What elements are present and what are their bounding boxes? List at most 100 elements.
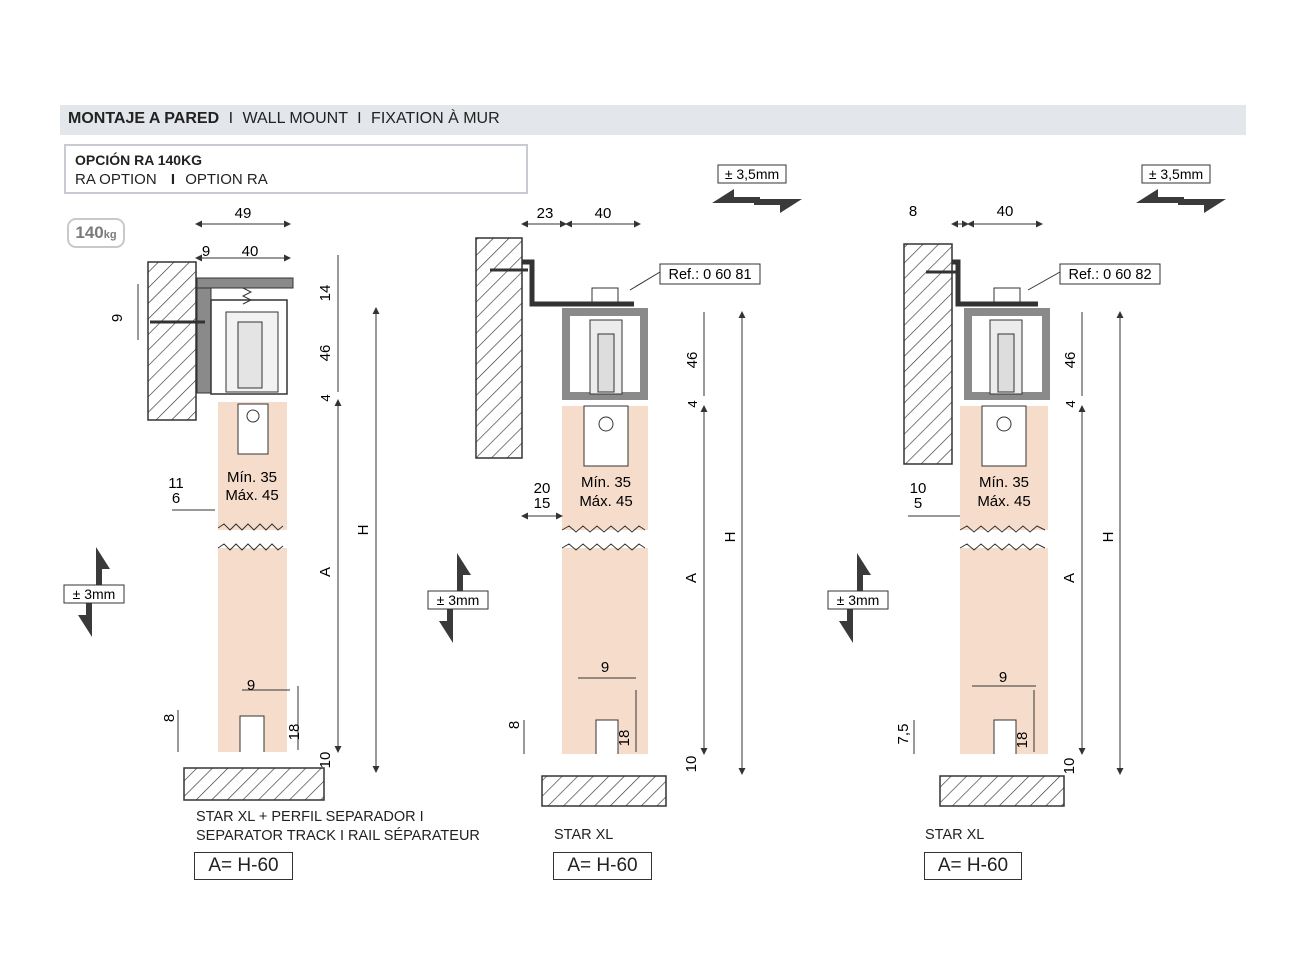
diagram-ref-06081: Mín. 35 Máx. 45 Ref.: 0 60 81 23 40 46 4… <box>427 164 802 807</box>
screw-head-icon-1 <box>246 409 260 423</box>
dim-8-1: 8 <box>161 714 178 722</box>
dim-10-2: 10 <box>683 756 700 773</box>
header-title-fr: FIXATION À MUR <box>371 110 500 127</box>
wall-1 <box>147 261 197 421</box>
max-label-3: Máx. 45 <box>977 493 1030 510</box>
adjust-v-label-1: ± 3mm <box>73 586 116 602</box>
header-sep-2: I <box>357 110 362 127</box>
adjust-v-label-2: ± 3mm <box>437 592 480 608</box>
caption-3: STAR XL <box>925 827 985 843</box>
diagram-ref-06082: Mín. 35 Máx. 45 Ref.: 0 60 82 8 40 46 4 … <box>827 164 1226 807</box>
dim-9-bottom-2: 9 <box>601 659 609 676</box>
dim-4-2: 4 <box>685 400 700 407</box>
wheel-3 <box>997 333 1015 393</box>
floor-2 <box>541 775 667 807</box>
adjust-v-box-1 <box>63 584 125 604</box>
option-subtitle: RA OPTION I OPTION RA <box>75 170 517 189</box>
dim-6: 6 <box>172 490 180 507</box>
break-line-1 <box>217 523 284 531</box>
dim-7-5: 7,5 <box>895 724 912 745</box>
break-line-3b <box>959 543 1046 551</box>
header-title: MONTAJE A PARED I WALL MOUNT I FIXATION … <box>68 110 500 128</box>
wheel-2 <box>597 333 615 393</box>
adjust-v-box-2 <box>427 590 489 610</box>
dim-A-1: A <box>317 567 334 577</box>
diagram-separator-track: Mín. 35 Máx. 45 49 9 40 14 46 4 9 H A 11… <box>63 205 380 801</box>
dim-A-3: A <box>1061 573 1078 583</box>
header-title-es: MONTAJE A PARED <box>68 110 220 127</box>
spring-icon-1 <box>241 287 253 305</box>
break-line-2 <box>561 525 646 533</box>
weight-badge: 140kg <box>67 218 125 248</box>
dim-23: 23 <box>537 205 554 222</box>
header-title-en: WALL MOUNT <box>242 110 348 127</box>
option-en: RA OPTION <box>75 171 157 188</box>
dim-H-3: H <box>1100 532 1117 543</box>
min-label-1: Mín. 35 <box>227 469 277 486</box>
option-box: OPCIÓN RA 140KG RA OPTION I OPTION RA <box>64 144 528 194</box>
dim-4-1: 4 <box>318 394 333 401</box>
adjust-h-label-2: ± 3,5mm <box>725 166 779 182</box>
dim-4-3: 4 <box>1063 400 1078 407</box>
dim-18-1: 18 <box>286 724 303 741</box>
min-label-2: Mín. 35 <box>581 474 631 491</box>
ref-box-3 <box>1059 263 1161 285</box>
wall-2 <box>475 237 523 459</box>
option-sep: I <box>170 171 176 188</box>
option-fr: OPTION RA <box>185 171 268 188</box>
ref-label-3: Ref.: 0 60 82 <box>1068 267 1151 283</box>
dim-10-side: 10 <box>910 480 927 497</box>
caption-2: STAR XL <box>554 827 614 843</box>
double-arrow-horizontal-icon-2 <box>712 189 802 213</box>
bracket-3 <box>981 405 1027 467</box>
formula-box-1: A= H-60 <box>194 852 293 880</box>
dim-46-1: 46 <box>317 345 334 362</box>
dim-18-3: 18 <box>1014 732 1031 749</box>
dim-10-3: 10 <box>1061 758 1078 775</box>
header-bar: MONTAJE A PARED I WALL MOUNT I FIXATION … <box>60 105 1246 135</box>
guide-1 <box>239 715 265 752</box>
dim-20: 20 <box>534 480 551 497</box>
dim-9-bottom-3: 9 <box>999 669 1007 686</box>
wall-3 <box>903 243 953 465</box>
profile-box-1 <box>210 299 288 395</box>
caption-1-line1: STAR XL + PERFIL SEPARADOR I <box>196 809 424 825</box>
dim-46-2: 46 <box>684 352 701 369</box>
dim-11: 11 <box>168 475 184 492</box>
guide-2 <box>595 719 619 754</box>
weight-value: 140 <box>75 223 104 242</box>
dim-9-side: 9 <box>109 314 126 322</box>
dim-49: 49 <box>235 205 252 222</box>
dim-14: 14 <box>317 285 334 302</box>
break-line-1b <box>217 543 284 551</box>
dim-18-2: 18 <box>616 730 633 747</box>
dim-9-top-1: 9 <box>202 243 210 260</box>
ref-box-2 <box>659 263 761 285</box>
adjust-h-label-3: ± 3,5mm <box>1149 166 1203 182</box>
adjust-h-box-3 <box>1141 164 1211 184</box>
dim-A-2: A <box>683 573 700 583</box>
bracket-2 <box>583 405 629 467</box>
weight-unit: kg <box>103 229 117 241</box>
dim-9-bottom-1: 9 <box>247 677 255 694</box>
min-label-3: Mín. 35 <box>979 474 1029 491</box>
dim-H-2: H <box>722 532 739 543</box>
dim-8-top: 8 <box>909 203 917 220</box>
bracket-1 <box>237 403 269 455</box>
max-label-1: Máx. 45 <box>225 487 278 504</box>
wall-bracket-2 <box>522 259 634 307</box>
dim-46-3: 46 <box>1062 352 1079 369</box>
floor-3 <box>939 775 1065 807</box>
dim-40-2: 40 <box>595 205 612 222</box>
adjust-v-box-3 <box>827 590 889 610</box>
break-line-2b <box>561 543 646 551</box>
dim-15: 15 <box>534 495 551 512</box>
adjust-v-label-3: ± 3mm <box>837 592 880 608</box>
floor-1 <box>183 767 325 801</box>
header-sep-1: I <box>228 110 234 127</box>
dim-40-3: 40 <box>997 203 1014 220</box>
dim-5: 5 <box>914 495 922 512</box>
dim-H-1: H <box>355 525 372 536</box>
formula-box-3: A= H-60 <box>924 852 1022 880</box>
